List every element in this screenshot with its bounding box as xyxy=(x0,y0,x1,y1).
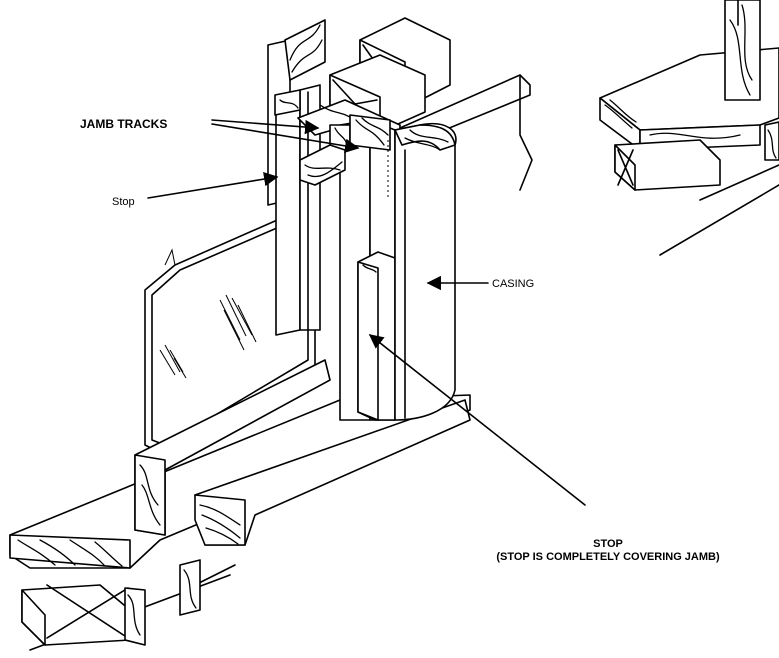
annotations: JAMB TRACKS Stop CASING STOP (STOP IS CO… xyxy=(80,117,720,563)
label-stop-left: Stop xyxy=(112,196,135,208)
label-jamb-tracks: JAMB TRACKS xyxy=(80,117,167,131)
label-stop-note: (STOP IS COMPLETELY COVERING JAMB) xyxy=(496,551,720,563)
arrow-stop-left xyxy=(147,171,279,199)
label-stop-main: STOP xyxy=(593,538,623,550)
arrow-jamb-track-2 xyxy=(211,123,360,154)
glass-glint-left xyxy=(159,344,187,379)
glass-glint-right xyxy=(219,294,257,351)
window-assembly xyxy=(9,17,533,651)
label-casing: CASING xyxy=(492,278,534,290)
arrow-stop-main xyxy=(368,334,586,506)
arrow-jamb-track-1 xyxy=(211,119,320,135)
adjacent-window-unit xyxy=(599,0,779,256)
